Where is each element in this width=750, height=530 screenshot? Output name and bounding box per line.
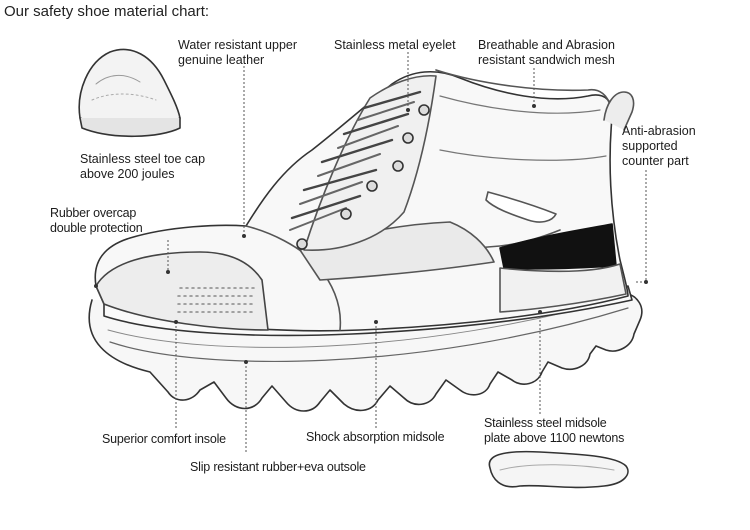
label-overcap-line1: Rubber overcap: [50, 206, 137, 220]
label-mesh: Breathable and Abrasion resistant sandwi…: [478, 38, 615, 68]
midsole-plate-illustration: [488, 450, 629, 489]
label-eyelet: Stainless metal eyelet: [334, 38, 456, 53]
label-upper-line2: genuine leather: [178, 53, 265, 67]
eyelets-illustration: [296, 104, 430, 250]
label-eyelet-line1: Stainless metal eyelet: [334, 38, 456, 52]
label-insole-line1: Superior comfort insole: [102, 432, 226, 446]
label-toecap: Stainless steel toe cap above 200 joules: [80, 152, 205, 182]
label-counter-line2: supported: [622, 139, 678, 153]
label-mesh-line1: Breathable and Abrasion: [478, 38, 615, 52]
leader-dots: [94, 104, 648, 364]
label-counter-line3: counter part: [622, 154, 689, 168]
chart-title: Our safety shoe material chart:: [4, 3, 210, 20]
leader-lines: [167, 52, 647, 454]
label-midsole-line1: Shock absorption midsole: [306, 430, 445, 444]
label-mesh-line2: resistant sandwich mesh: [478, 53, 615, 67]
label-upper-line1: Water resistant upper: [178, 38, 298, 52]
label-plate: Stainless steel midsole plate above 1100…: [484, 416, 624, 446]
label-plate-line2: plate above 1100 newtons: [484, 431, 625, 445]
label-plate-line1: Stainless steel midsole: [484, 416, 607, 430]
label-upper: Water resistant upper genuine leather: [178, 38, 297, 68]
label-outsole-line1: Slip resistant rubber+eva outsole: [190, 460, 366, 474]
label-midsole: Shock absorption midsole: [306, 430, 445, 445]
label-counter: Anti-abrasion supported counter part: [622, 124, 696, 169]
laces-illustration: [289, 74, 437, 251]
label-overcap: Rubber overcap double protection: [50, 206, 143, 236]
steel-toe-cap-illustration: [78, 48, 181, 138]
label-counter-line1: Anti-abrasion: [622, 124, 696, 138]
label-insole: Superior comfort insole: [102, 432, 226, 447]
label-overcap-line2: double protection: [50, 221, 143, 235]
label-toecap-line1: Stainless steel toe cap: [80, 152, 206, 166]
label-toecap-line2: above 200 joules: [80, 167, 175, 181]
label-outsole: Slip resistant rubber+eva outsole: [190, 460, 366, 475]
